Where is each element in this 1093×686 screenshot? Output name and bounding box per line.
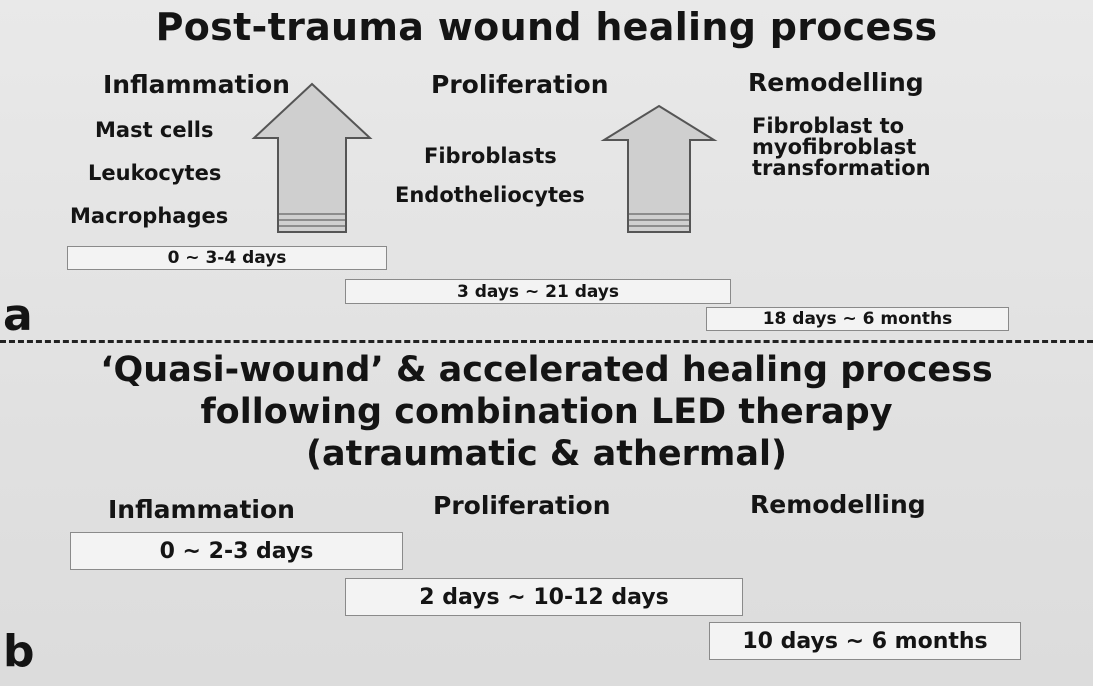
panel-b-timeline-inflammation: 0 ~ 2-3 days <box>70 532 403 570</box>
proliferation-cell-endotheliocytes: Endotheliocytes <box>395 183 585 207</box>
remodelling-line-1: Fibroblast to <box>752 114 905 138</box>
panel-a-letter: a <box>3 290 33 341</box>
panel-a-timeline-remodelling: 18 days ~ 6 months <box>706 307 1009 331</box>
remodelling-description: Fibroblast to myofibroblast transformati… <box>752 116 931 179</box>
panel-a-timeline-proliferation: 3 days ~ 21 days <box>345 279 731 304</box>
panel-b-timeline-proliferation: 2 days ~ 10-12 days <box>345 578 743 616</box>
panel-b-title-line-1: ‘Quasi-wound’ & accelerated healing proc… <box>100 350 993 390</box>
inflammation-cell-leukocytes: Leukocytes <box>88 161 222 185</box>
panel-b-title-line-2: following combination LED therapy <box>200 392 893 432</box>
up-arrow-icon <box>251 82 373 233</box>
panel-b-phase-proliferation: Proliferation <box>433 491 611 520</box>
panel-divider <box>0 340 1093 343</box>
panel-b-timeline-remodelling: 10 days ~ 6 months <box>709 622 1021 660</box>
panel-a-timeline-inflammation: 0 ~ 3-4 days <box>67 246 387 270</box>
panel-b-phase-remodelling: Remodelling <box>750 490 926 519</box>
remodelling-line-2: myofibroblast <box>752 135 917 159</box>
panel-a-phase-remodelling: Remodelling <box>748 68 924 97</box>
up-arrow-icon <box>600 104 718 233</box>
inflammation-cell-mast-cells: Mast cells <box>95 118 214 142</box>
proliferation-cell-fibroblasts: Fibroblasts <box>424 144 557 168</box>
panel-b-title-line-3: (atraumatic & athermal) <box>306 434 787 474</box>
panel-a-phase-proliferation: Proliferation <box>431 70 609 99</box>
panel-a-phase-inflammation: Inflammation <box>103 70 290 99</box>
inflammation-cell-macrophages: Macrophages <box>70 204 229 228</box>
panel-b-letter: b <box>3 626 35 677</box>
panel-b-phase-inflammation: Inflammation <box>108 495 295 524</box>
remodelling-line-3: transformation <box>752 156 931 180</box>
panel-a-title: Post-trauma wound healing process <box>155 5 938 49</box>
